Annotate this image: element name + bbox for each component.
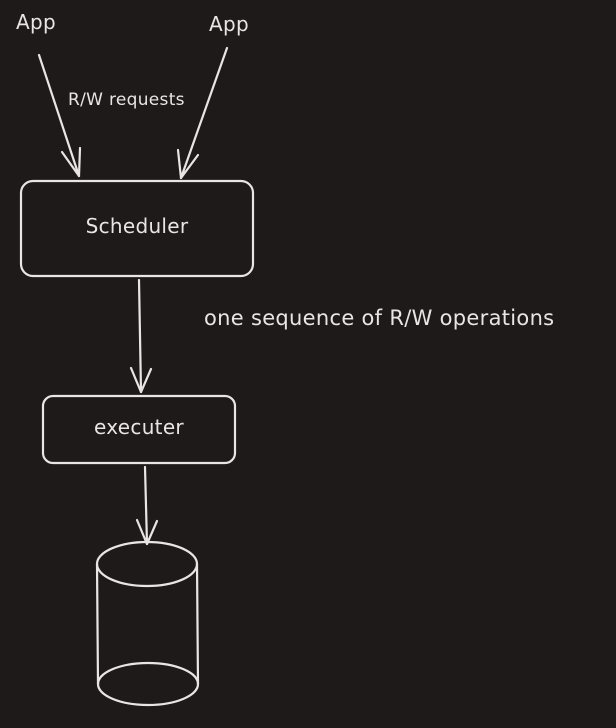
executer-box[interactable] xyxy=(41,394,237,465)
arrow-app-left-to-scheduler xyxy=(37,53,82,178)
database-cylinder[interactable] xyxy=(95,540,200,707)
scheduler-label: Scheduler xyxy=(85,214,189,238)
app-left-label: App xyxy=(16,10,56,34)
scheduler-box[interactable] xyxy=(19,179,255,278)
operations-edge-label: one sequence of R/W operations xyxy=(204,306,555,330)
executer-label: executer xyxy=(94,415,184,439)
arrow-app-right-to-scheduler xyxy=(176,46,229,180)
app-right-label: App xyxy=(209,12,249,36)
arrow-executer-to-database xyxy=(135,465,159,546)
arrow-scheduler-to-executer xyxy=(129,278,153,394)
requests-edge-label: R/W requests xyxy=(68,90,185,110)
